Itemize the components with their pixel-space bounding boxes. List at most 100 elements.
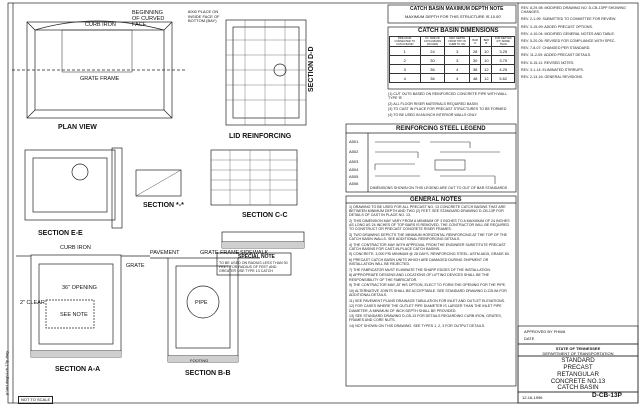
grate-frame-label: GRATE FRAME <box>80 76 120 82</box>
revision-item: REV. 6-15-11: REVISED NOTES. <box>521 60 575 65</box>
table-cell: 4.25 <box>491 64 515 74</box>
table-cell: 1 <box>389 46 421 56</box>
general-note-item: 5) CONCRETE: 3,000 PSI MINIMUM @ 28 DAYS… <box>349 252 510 257</box>
section-dd-title: SECTION D-D <box>308 46 315 93</box>
section-aa-title: SECTION A-A <box>55 366 101 373</box>
revision-item: REV. 5-20-05: REVISED FOR COMPLIANCE WIT… <box>521 39 616 44</box>
table-cell: 48 <box>469 73 482 83</box>
table-cell: 10 <box>480 46 493 56</box>
drawing-title-line2: PRECAST <box>563 364 593 371</box>
table-row: 4 36 4 48 12 5.62 <box>389 73 515 83</box>
table-cell: 2 <box>389 55 421 65</box>
department-name: DEPARTMENT OF TRANSPORTATION <box>542 351 614 356</box>
special-note-title: SPECIAL NOTE <box>238 254 275 260</box>
reinforcing-legend-title: REINFORCING STEEL LEGEND <box>396 126 486 132</box>
general-note-item: 1) DRAWING TO BE USED FOR ALL PRECAST NO… <box>349 205 506 218</box>
general-note-item: 10) ALTERNATIVE JOINTS SHALL BE ACCEPTAB… <box>349 288 507 298</box>
table-cell: 12 <box>480 73 493 83</box>
revision-item: REV. 8-29-98: MODIFIED DRAWING NO. D-CB-… <box>521 6 626 15</box>
bb-pavement-label: PAVEMENT <box>150 250 180 256</box>
legend-row-a504: A504 <box>349 167 359 172</box>
table-cell: 4 <box>444 64 471 74</box>
table-row: 3 36 4 38 12 4.25 <box>389 64 515 74</box>
legend-row-a503: A503 <box>349 159 359 164</box>
table-cell: 3.75 <box>491 55 515 65</box>
bb-sidewalk-label: SIDEWALK <box>240 250 269 256</box>
table-cell: 36 <box>419 64 446 74</box>
table-note: (2) ALL FLOOR RISER MATERIALS REQUIRED B… <box>388 101 478 106</box>
legend-row-a505: A505 <box>349 174 359 179</box>
drawing-title-line5: CATCH BASIN <box>557 384 599 391</box>
curb-iron-label: CURB IRON <box>85 22 116 28</box>
dimensions-table-title: CATCH BASIN DIMENSIONS <box>418 28 499 34</box>
table-cell: 12 <box>480 64 493 74</box>
general-notes-list: 1) DRAWING TO BE USED FOR ALL PRECAST NO… <box>349 205 514 385</box>
table-cell: 24 <box>419 46 446 56</box>
table-header-cell: FOR DEPTHS (FT) MORE THAN <box>491 36 515 47</box>
table-header-cell: PIPE DIAM. CONNECTED TO CATCH BASIN <box>389 36 421 47</box>
table-cell: 28 <box>469 46 482 56</box>
legend-row-a501: A501 <box>349 139 359 144</box>
state-name: STATE OF TENNESSEE <box>555 346 601 351</box>
table-row: 2 30 3 30 10 3.75 <box>389 55 515 65</box>
table-cell: 3 <box>444 55 471 65</box>
general-note-item: 13) SEE STANDARD DRAWING D-CB-13 FOR DET… <box>349 314 502 323</box>
revision-item: REV. 2-1-99: SUBMITTED TO COMMITTEE FOR … <box>521 17 617 22</box>
table-cell: 3 <box>444 46 471 56</box>
general-note-item: 6) PRECAST CATCH BASIN UNITS WHICH ARE D… <box>349 258 489 267</box>
legend-row-a502: A502 <box>349 149 359 154</box>
section-ee-title: SECTION E-E <box>38 230 83 237</box>
section-bb-title: SECTION B-B <box>185 370 231 377</box>
general-note-item: 2) THIS DIMENSION MAY VARY FROM A MINIMU… <box>349 218 510 232</box>
approval-date-label: DATE <box>524 336 535 341</box>
file-path-text: p:\std.dwg\d-cb-13p.dwg <box>4 351 9 395</box>
bb-grate-frame-label: GRATE FRAME <box>200 250 240 256</box>
table-cell: 4 <box>389 73 421 83</box>
general-note-item: 7) THE FABRICATOR MUST ELIMINATE THE SHA… <box>349 267 491 272</box>
max-depth-title: CATCH BASIN MAXIMUM DEPTH NOTE <box>410 6 504 12</box>
aa-clear-label: 2" CLEAR <box>20 300 45 306</box>
table-cell: 38 <box>469 64 482 74</box>
general-note-item: 3) TWO DRAWING DEPICTS THE MINIMUM HORIZ… <box>349 232 508 241</box>
drawing-date: 12-16-1996 <box>522 395 543 400</box>
revision-item: REV. 11-2-09: ADDED PRECAST DETAILS. <box>521 53 592 58</box>
table-cell: 3.25 <box>491 46 515 56</box>
table-cell: 30 <box>419 55 446 65</box>
table-header-cell: BAR 'B' <box>480 36 493 47</box>
dimensions-table-notes: (1) CUT OUTS BASED ON REINFORCED CONCRET… <box>388 92 516 120</box>
aa-opening-label: 36" OPENING <box>62 285 97 291</box>
bb-pipe-label: PIPE <box>195 300 208 306</box>
general-note-item: 12) FOR CASES WHERE THE OUTLET PIPE DIAM… <box>349 304 502 313</box>
revision-item: REV. 3-1-14: ELIMINATED STIRRUPS. <box>521 67 584 72</box>
section-cc-title: SECTION C-C <box>242 212 288 219</box>
aa-curb-iron-label: CURB IRON <box>60 245 91 251</box>
table-cell: 36 <box>419 73 446 83</box>
general-notes-title: GENERAL NOTES <box>410 197 462 203</box>
approval-text: APPROVED BY FHWA <box>524 329 566 334</box>
table-note: (4) TO BE USED IN AN INCH INTERIOR WALLS… <box>388 113 477 118</box>
bb-footing-label: FOOTING <box>190 358 209 363</box>
drawing-title-line3: RETANGULAR <box>557 371 599 378</box>
general-note-item: 11) SEE PAVEMENT PLANS DRAINAGE TABULATI… <box>349 298 506 303</box>
legend-note: DIMENSIONS SHOWN ON THIS LEGEND ARE OUT … <box>370 186 508 190</box>
drawing-number: D-CB-13P <box>592 392 622 399</box>
special-note-text: TO BE USED ON RADIUS LESS THAN 30 FEET. … <box>219 261 288 274</box>
table-note: (3) TO CAST IN PLACE FOR PRECAST STRUCTU… <box>388 107 507 112</box>
lid-reinforcing-title: LID REINFORCING <box>229 133 292 140</box>
drawing-title-line4: CONCRETE NO.13 <box>550 378 606 385</box>
general-note-item: 9) THE CONTRACTOR MAY, AT HIS OPTION, EL… <box>349 283 507 288</box>
max-depth-text: MAXIMUM DEPTH FOR THIS STRUCTURE IS 10.0… <box>405 14 502 19</box>
table-header-cell: MAX. DEPTH FROM TOP OF CURB TO INV. <box>444 36 471 47</box>
general-note-item: 8) APPROPRIATE DESIGNS AND LOCATIONS OF … <box>349 273 490 282</box>
revision-list: REV. 8-29-98: MODIFIED DRAWING NO. D-CB-… <box>521 6 636 324</box>
table-row: 1 24 3 28 10 3.25 <box>389 46 515 56</box>
general-note-item: 14) NOT SHOWN ON THIS DRAWING. SEE TYPES… <box>349 323 486 328</box>
aa-grate-label: GRATE <box>126 263 145 269</box>
section-star-title: SECTION *-* <box>143 202 184 209</box>
table-header-cell: I.D. SIZE OF CATCH BASIN (INCHES) <box>419 36 446 47</box>
table-cell: 3 <box>389 64 421 74</box>
beginning-curve-label: BEGINNING OF CURVED FACE <box>132 10 165 28</box>
table-note: (1) CUT OUTS BASED ON REINFORCED CONCRET… <box>388 92 508 101</box>
dimensions-table: PIPE DIAM. CONNECTED TO CATCH BASIN I.D.… <box>389 36 515 83</box>
